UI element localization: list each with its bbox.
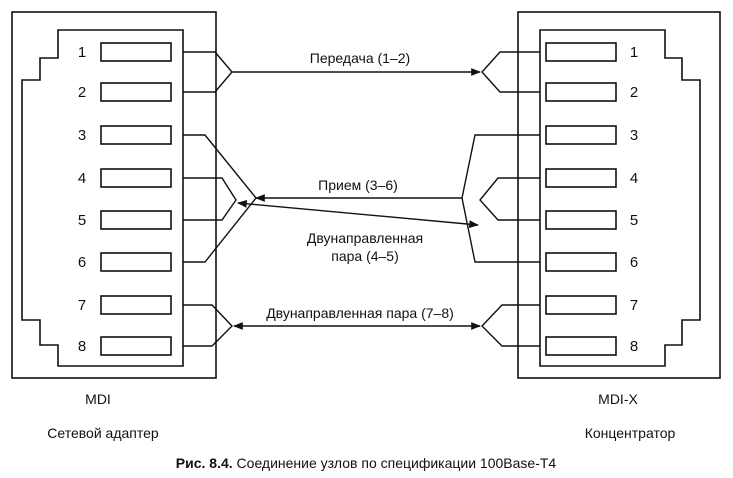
left-connector-frame	[11, 11, 217, 379]
wire-left-7-8	[183, 304, 233, 347]
left-pin-slot-2	[100, 82, 172, 102]
right-pin-slot-2	[545, 82, 617, 102]
bidir-45-label-line1: Двунаправленная	[307, 230, 423, 246]
right-pin-number-7: 7	[630, 297, 638, 314]
left-pin-number-1: 1	[78, 44, 86, 61]
right-pin-slot-3	[545, 125, 617, 145]
wire-right-3-6	[461, 134, 540, 263]
right-pin-number-5: 5	[630, 212, 638, 229]
wiring	[183, 51, 540, 347]
right-pin-slot-1	[545, 42, 617, 62]
caption-text: Соединение узлов по спецификации 100Base…	[237, 455, 557, 471]
left-pin-number-7: 7	[78, 297, 86, 314]
right-pin-number-2: 2	[630, 84, 638, 101]
left-pin-slot-5	[100, 210, 172, 230]
left-device-name: Сетевой адаптер	[47, 425, 159, 441]
right-device-name: Концентратор	[585, 425, 676, 441]
wire-right-4-5	[479, 177, 540, 221]
receive-label: Прием (3–6)	[318, 177, 398, 193]
right-connector: 1 2 3 4 5 6 7 8	[517, 11, 721, 379]
left-interface-label: MDI	[85, 391, 111, 407]
wire-left-1-2	[183, 51, 233, 93]
left-pin-number-3: 3	[78, 127, 86, 144]
right-pin-number-6: 6	[630, 254, 638, 271]
left-pin-slot-6	[100, 252, 172, 272]
left-pin-slot-7	[100, 295, 172, 315]
right-pin-number-8: 8	[630, 338, 638, 355]
transmit-label: Передача (1–2)	[310, 50, 410, 66]
right-pin-number-3: 3	[630, 127, 638, 144]
left-pin-slot-4	[100, 168, 172, 188]
bidir-78-label: Двунаправленная пара (7–8)	[266, 305, 454, 321]
left-pin-number-8: 8	[78, 338, 86, 355]
right-pin-number-4: 4	[630, 170, 638, 187]
wire-left-4-5	[183, 177, 237, 221]
left-pin-slot-8	[100, 336, 172, 356]
wire-left-3-6	[183, 134, 257, 263]
right-connector-body	[539, 29, 701, 367]
right-pin-slot-5	[545, 210, 617, 230]
receive-label-bg	[300, 178, 416, 194]
bidir-45-arrow	[237, 199, 479, 229]
left-pin-number-4: 4	[78, 170, 86, 187]
wire-right-1-2	[481, 51, 540, 93]
right-connector-frame	[517, 11, 721, 379]
right-pin-slot-6	[545, 252, 617, 272]
right-interface-label: MDI-X	[598, 391, 638, 407]
left-pin-number-5: 5	[78, 212, 86, 229]
figure-caption: Рис. 8.4. Соединение узлов по спецификац…	[176, 455, 557, 471]
left-pin-number-2: 2	[78, 84, 86, 101]
bidir-45-label-line2: пара (4–5)	[331, 248, 399, 264]
right-pin-slot-7	[545, 295, 617, 315]
left-connector-body	[21, 29, 184, 367]
caption-number: Рис. 8.4.	[176, 455, 233, 471]
left-connector: 1 2 3 4 5 6 7 8	[11, 11, 217, 379]
left-pin-number-6: 6	[78, 254, 86, 271]
right-pin-slot-4	[545, 168, 617, 188]
left-pin-slot-1	[100, 42, 172, 62]
bidir-45-label-bg	[282, 228, 450, 264]
right-pin-number-1: 1	[630, 44, 638, 61]
left-pin-slot-3	[100, 125, 172, 145]
wire-right-7-8	[481, 304, 540, 347]
right-pin-slot-8	[545, 336, 617, 356]
